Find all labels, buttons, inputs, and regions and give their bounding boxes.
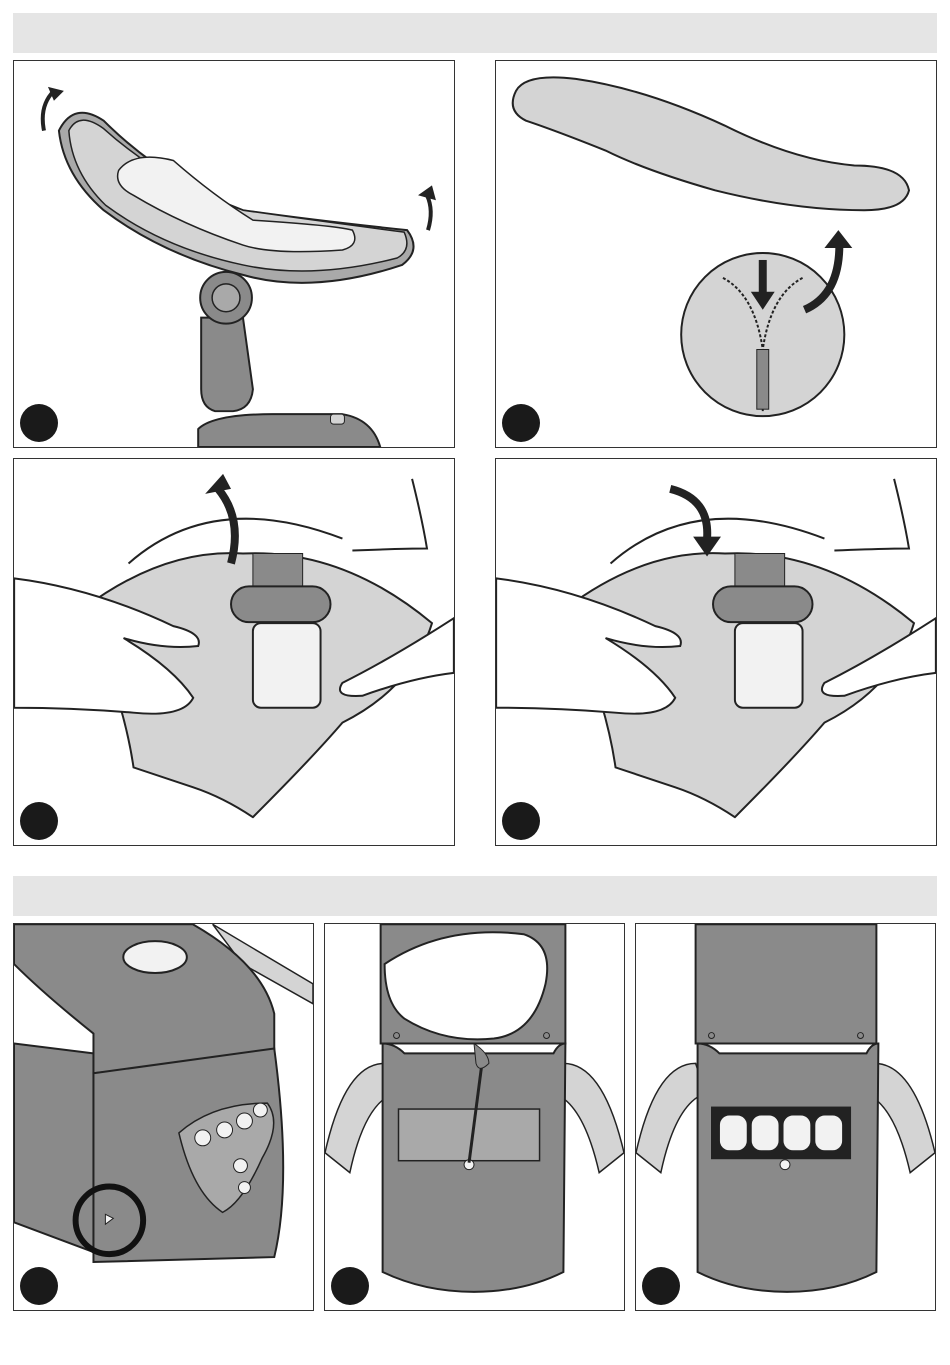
step-badge <box>502 802 540 840</box>
battery-icon <box>751 1115 779 1151</box>
hands-illustration <box>14 459 454 845</box>
step-badge <box>642 1267 680 1305</box>
panel-base-screw-location <box>13 923 314 1311</box>
section-header-bar-cover <box>13 13 937 53</box>
step-badge <box>331 1267 369 1305</box>
battery-icon <box>815 1115 843 1151</box>
battery-compartment-illustration <box>636 924 935 1310</box>
panel-cover-lift-over-frame <box>13 458 455 846</box>
battery-cover-illustration <box>325 924 624 1310</box>
step-badge <box>20 802 58 840</box>
hands-illustration <box>496 459 936 845</box>
step-badge <box>20 404 58 442</box>
curved-arrow-icon <box>427 195 431 230</box>
section-header-bar-battery <box>13 876 937 916</box>
panel-cover-unzip <box>495 60 937 448</box>
step-badge <box>20 1267 58 1305</box>
panel-cover-pull-down-frame <box>495 458 937 846</box>
curved-arrow-icon <box>670 489 707 539</box>
seat-illustration <box>14 61 454 447</box>
battery-icon <box>783 1115 811 1151</box>
step-badge <box>502 404 540 442</box>
battery-icon <box>719 1115 747 1151</box>
base-illustration <box>14 924 313 1310</box>
panel-battery-compartment <box>635 923 936 1311</box>
down-arrow-icon <box>759 260 767 295</box>
panel-unscrew-battery-cover <box>324 923 625 1311</box>
panel-seat-cover-release <box>13 60 455 448</box>
cover-illustration <box>496 61 936 447</box>
